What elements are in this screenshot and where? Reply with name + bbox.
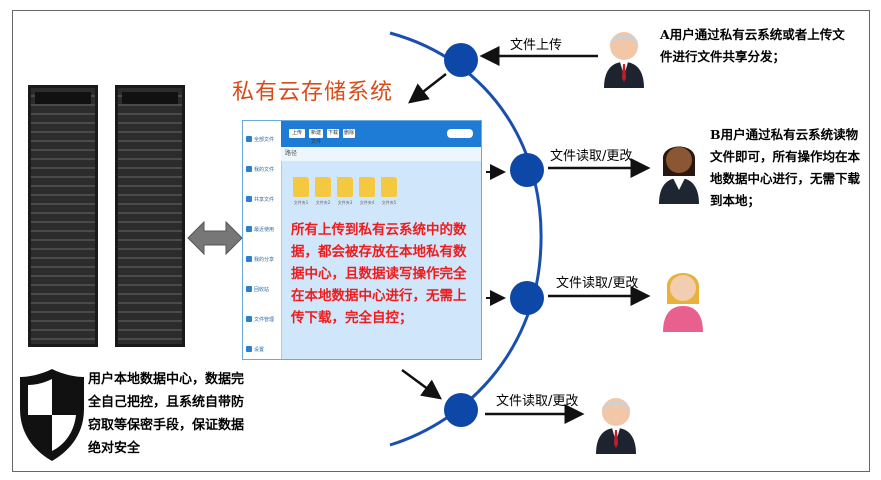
shield-icon xyxy=(20,369,84,461)
diagram-title: 私有云存储系统 xyxy=(232,80,394,105)
security-description: 用户本地数据中心，数据完全自己把控，且系统自带防窃取等保密手段，保证数据绝对安全 xyxy=(88,372,245,456)
sidebar-item: 我的分享 xyxy=(246,247,278,271)
label-read-modify-b: 文件读取/更改 xyxy=(550,149,633,164)
sidebar-item: 设置 xyxy=(246,337,278,359)
arrow-node-to-title xyxy=(408,73,447,104)
folder-icon: 文件夹4 xyxy=(359,177,375,205)
search-box xyxy=(447,129,473,138)
screen-sidebar: 全部文件 我的文件 共享文件 最近使用 我的分享 回收站 文件管理 设置 xyxy=(243,121,282,359)
user-c-icon xyxy=(663,273,703,332)
screen-toolbar: 上传 新建文件夹 下载 删除 xyxy=(281,121,481,154)
sidebar-item: 我的文件 xyxy=(246,157,278,181)
node-upload xyxy=(444,43,478,77)
user-a-description: A用户通过私有云系统或者上传文件进行文件共享分发； xyxy=(660,27,845,64)
cloud-storage-screenshot: 全部文件 我的文件 共享文件 最近使用 我的分享 回收站 文件管理 设置 上传 … xyxy=(242,120,482,360)
server-rack-right xyxy=(115,85,185,347)
user-d-icon xyxy=(596,398,636,454)
sidebar-item: 文件管理 xyxy=(246,307,278,331)
node-user-d xyxy=(444,393,478,427)
user-a-icon xyxy=(604,32,644,88)
user-b-description: B用户通过私有云系统读物文件即可，所有操作均在本地数据中心进行，无需下载到本地； xyxy=(710,127,861,208)
toolbar-button: 新建文件夹 xyxy=(309,129,323,154)
toolbar-button: 上传 xyxy=(289,129,305,138)
user-b-icon xyxy=(659,146,699,204)
sidebar-item: 最近使用 xyxy=(246,217,278,241)
folder-icon: 文件夹2 xyxy=(315,177,331,205)
folder-icon: 文件夹1 xyxy=(293,177,309,205)
server-rack-left xyxy=(28,85,98,347)
node-user-c xyxy=(510,281,544,315)
storage-description: 所有上传到私有云系统中的数据，都会被存放在本地私有数据中心，且数据读写操作完全在… xyxy=(291,222,467,326)
folder-icon: 文件夹5 xyxy=(381,177,397,205)
arrow-screen-to-node-d xyxy=(401,368,443,400)
label-read-modify-d: 文件读取/更改 xyxy=(496,394,579,409)
sidebar-item: 回收站 xyxy=(246,277,278,301)
label-read-modify-c: 文件读取/更改 xyxy=(556,276,639,291)
sidebar-item: 共享文件 xyxy=(246,187,278,211)
toolbar-button: 删除 xyxy=(343,129,355,138)
folder-icon: 文件夹3 xyxy=(337,177,353,205)
label-upload: 文件上传 xyxy=(510,38,563,53)
diagram-frame xyxy=(12,10,870,472)
path-bar: 路径 xyxy=(281,147,481,161)
sidebar-item: 全部文件 xyxy=(246,127,278,151)
toolbar-button: 下载 xyxy=(327,129,339,138)
node-user-b xyxy=(510,153,544,187)
bidirectional-arrow xyxy=(187,220,243,256)
